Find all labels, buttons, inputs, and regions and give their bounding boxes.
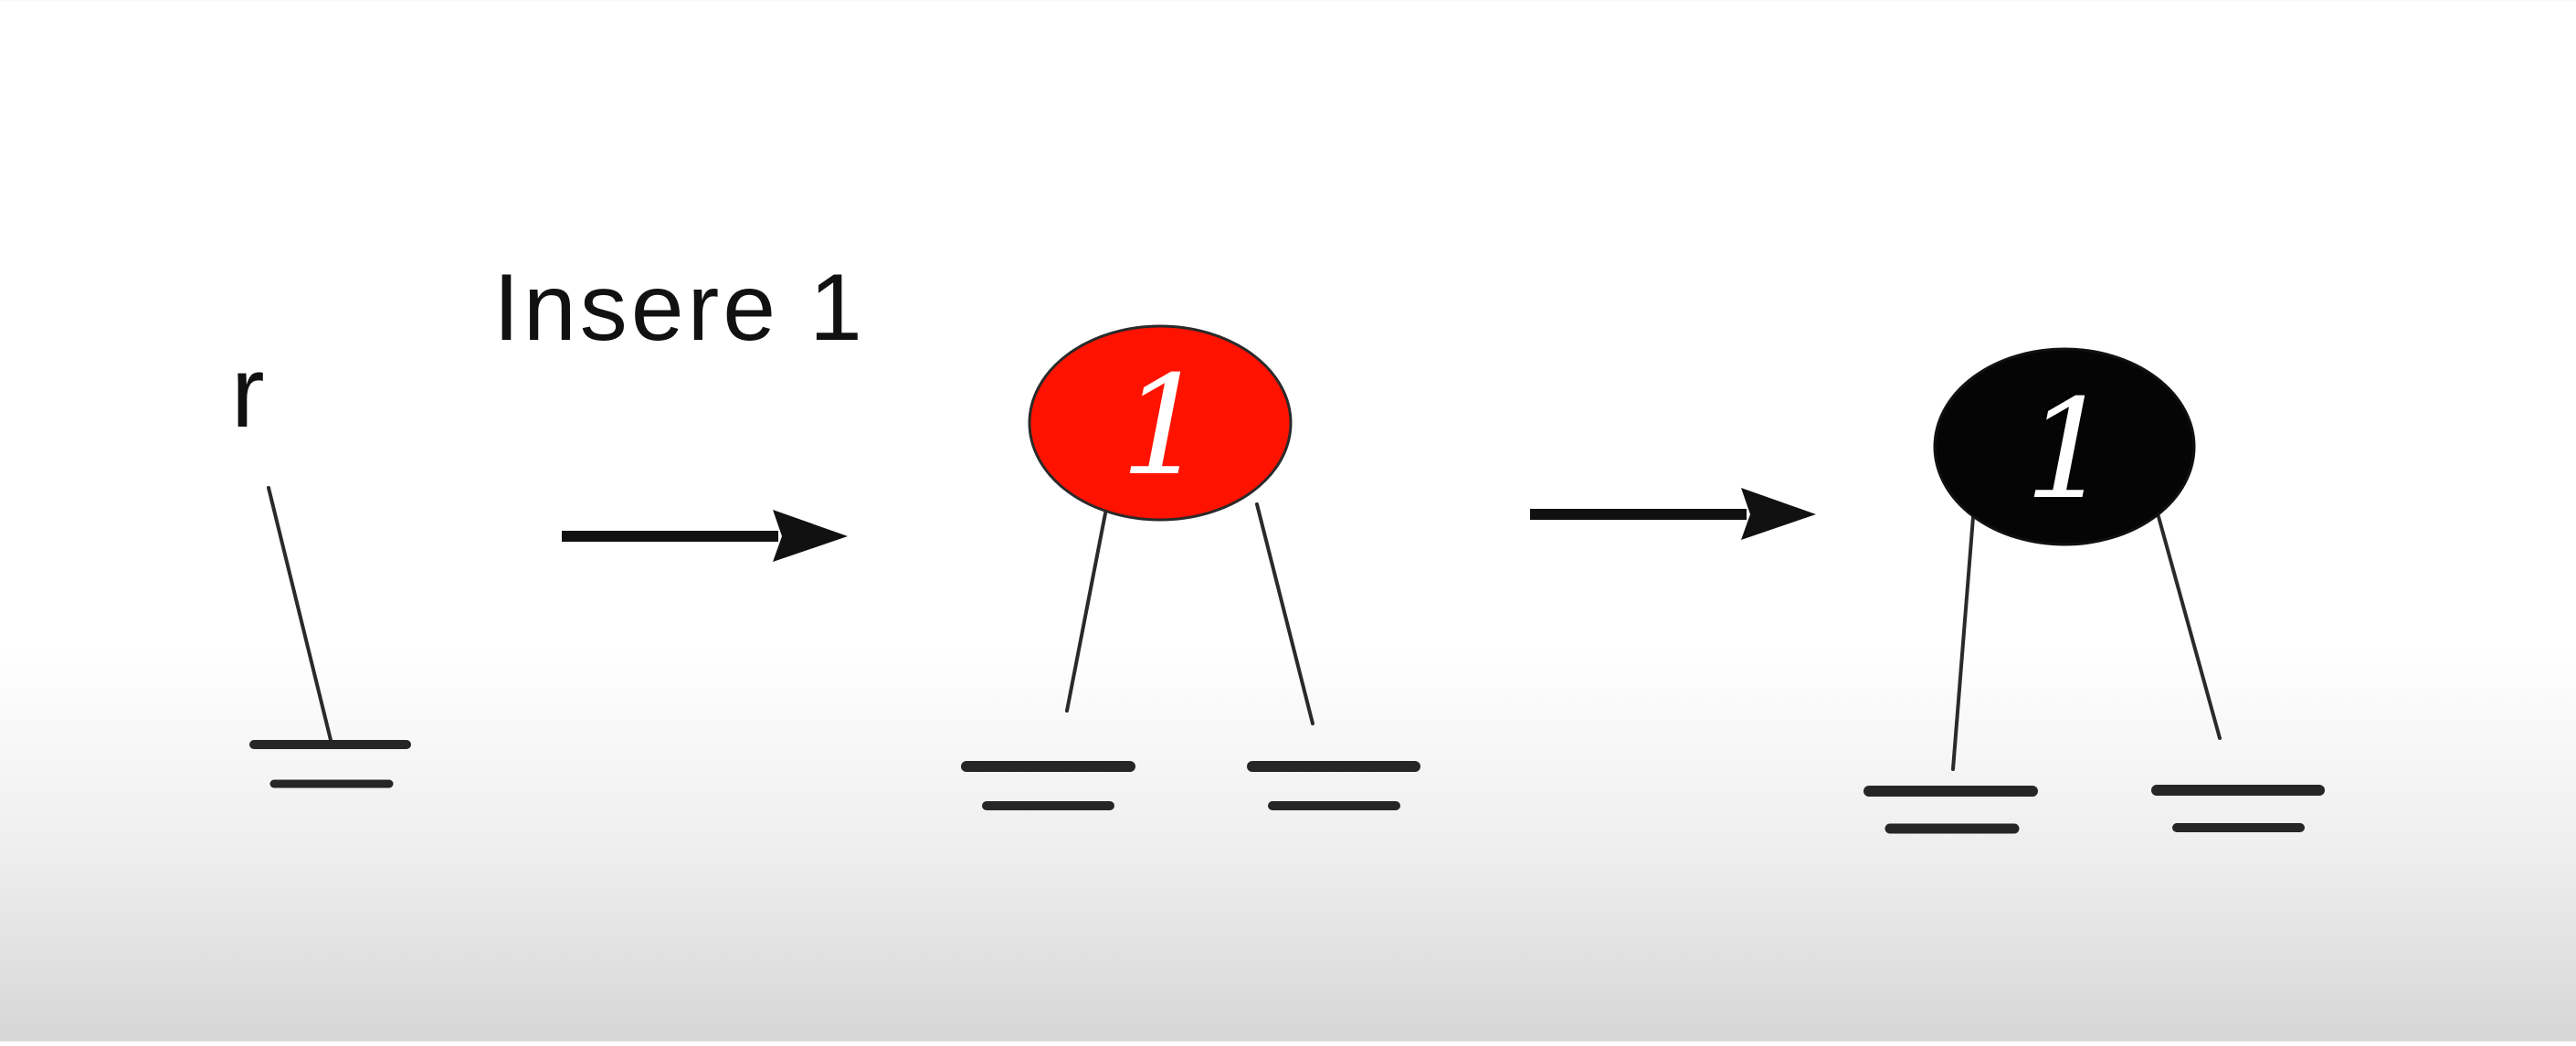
black-node-label: 1 xyxy=(2024,371,2111,530)
stage-black-node-tree: 1 xyxy=(1863,347,2325,834)
arrow-1-head xyxy=(773,510,848,562)
red-node-label: 1 xyxy=(1120,347,1207,506)
black-node-right-edge xyxy=(2156,512,2222,740)
operation-caption: Insere 1 xyxy=(493,255,866,361)
nil-leaf-symbol xyxy=(1863,786,2038,834)
red-node-circle xyxy=(1028,324,1293,522)
root-pointer-label: r xyxy=(231,336,265,449)
red-node: 1 xyxy=(1028,324,1293,522)
root-pointer-edge xyxy=(267,486,333,742)
nil-leaf-symbol xyxy=(2151,785,2325,832)
stage-red-node-tree: 1 xyxy=(961,324,1420,810)
red-node-right-edge xyxy=(1255,502,1314,725)
transition-arrow-2 xyxy=(1530,488,1816,540)
black-node: 1 xyxy=(1933,347,2196,546)
stage-empty-tree: r xyxy=(231,336,411,788)
nil-leaf-symbol xyxy=(1247,761,1420,810)
black-node-circle xyxy=(1933,347,2196,546)
nil-leaf-symbol xyxy=(249,740,411,788)
arrow-2-head xyxy=(1741,488,1816,540)
black-node-left-edge xyxy=(1951,515,1975,771)
nil-leaf-symbol xyxy=(961,761,1135,810)
red-node-left-edge xyxy=(1065,512,1107,713)
transition-arrow-1 xyxy=(562,510,848,562)
